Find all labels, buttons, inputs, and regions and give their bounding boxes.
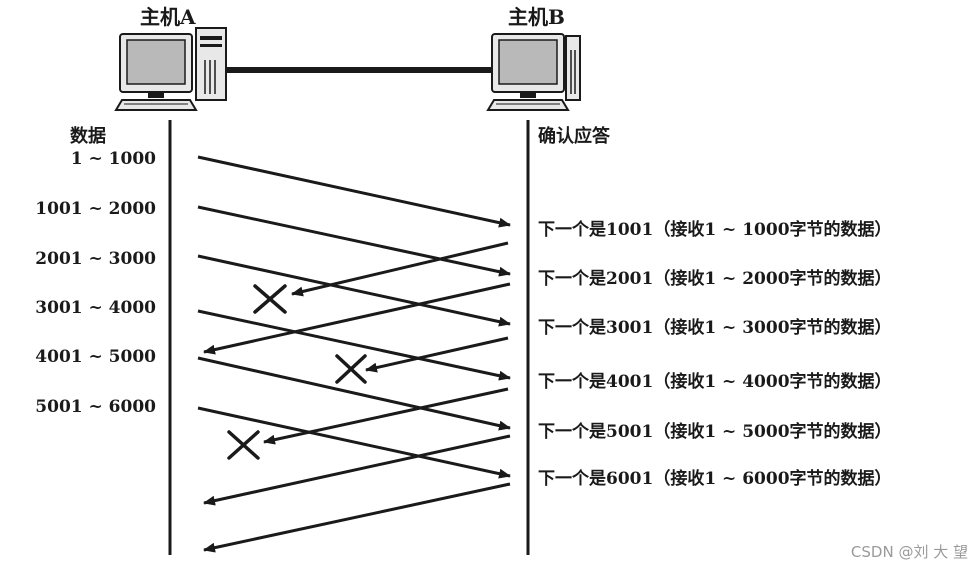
ack-arrow: [291, 241, 509, 297]
lost-markers: [227, 284, 367, 460]
segment-label: 5001 ~ 6000: [35, 397, 156, 417]
segment-label: 3001 ~ 4000: [35, 298, 156, 318]
host-a-label: 主机A: [140, 5, 196, 29]
watermark-text: CSDN @刘 大 望: [851, 543, 968, 561]
segment-label: 2001 ~ 3000: [35, 249, 156, 269]
segment-label: 1001 ~ 2000: [35, 199, 156, 219]
host-b-label: 主机B: [508, 5, 565, 29]
ack-arrows: [203, 241, 511, 553]
data-arrows: [197, 155, 511, 479]
x-mark-icon: [253, 284, 287, 314]
data-column-header: 数据: [70, 125, 106, 147]
x-mark-icon: [335, 354, 367, 384]
data-arrow: [197, 406, 511, 479]
ack-label: 下一个是6001（接收1 ~ 6000字节的数据）: [538, 468, 892, 489]
ack-labels: 下一个是1001（接收1 ~ 1000字节的数据） 下一个是2001（接收1 ~…: [538, 219, 892, 489]
ack-label: 下一个是2001（接收1 ~ 2000字节的数据）: [538, 268, 892, 289]
x-mark-icon: [227, 430, 260, 460]
ack-arrow: [203, 434, 511, 506]
ack-label: 下一个是5001（接收1 ~ 5000字节的数据）: [538, 421, 892, 442]
data-arrow: [197, 356, 511, 431]
segment-labels: 1 ~ 1000 1001 ~ 2000 2001 ~ 3000 3001 ~ …: [35, 149, 156, 417]
ack-column-header: 确认应答: [538, 125, 611, 147]
ack-arrow: [263, 387, 509, 445]
segment-label: 4001 ~ 5000: [35, 347, 156, 367]
segment-label: 1 ~ 1000: [71, 149, 156, 169]
data-arrow: [197, 155, 511, 228]
ack-arrow: [365, 336, 509, 373]
ack-arrow: [203, 282, 511, 355]
host-b-computer-icon: [486, 33, 581, 111]
host-a-computer-icon: [114, 27, 227, 111]
ack-arrow: [203, 482, 511, 553]
ack-label: 下一个是1001（接收1 ~ 1000字节的数据）: [538, 219, 892, 240]
data-arrow: [197, 254, 511, 327]
ack-label: 下一个是3001（接收1 ~ 3000字节的数据）: [538, 317, 892, 338]
data-arrow: [197, 309, 511, 381]
ack-label: 下一个是4001（接收1 ~ 4000字节的数据）: [538, 371, 892, 392]
data-arrow: [197, 205, 511, 277]
